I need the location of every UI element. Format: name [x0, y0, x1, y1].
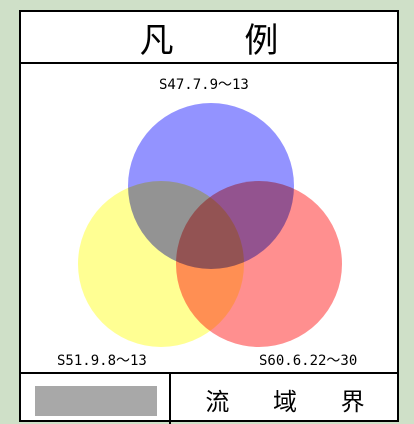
venn-diagram: S47.7.9～13 S51.9.8～13 S60.6.22～30: [21, 66, 397, 369]
period-label-s47: S47.7.9～13: [159, 77, 249, 93]
legend-panel: 凡 例 S47.7.9～13 S51.9.8～13 S60.6.22～30 流 …: [19, 10, 399, 424]
period-label-s60: S60.6.22～30: [259, 353, 358, 369]
legend-footer: 流 域 界: [21, 372, 397, 424]
venn-svg: [78, 103, 342, 347]
boundary-swatch-cell: [21, 374, 171, 424]
basin-boundary-label: 流 域 界: [205, 387, 383, 416]
period-label-s51: S51.9.8～13: [57, 353, 147, 369]
period-circle-s60: [176, 181, 342, 347]
legend-title: 凡 例: [21, 12, 397, 64]
basin-boundary-swatch: [35, 386, 157, 416]
